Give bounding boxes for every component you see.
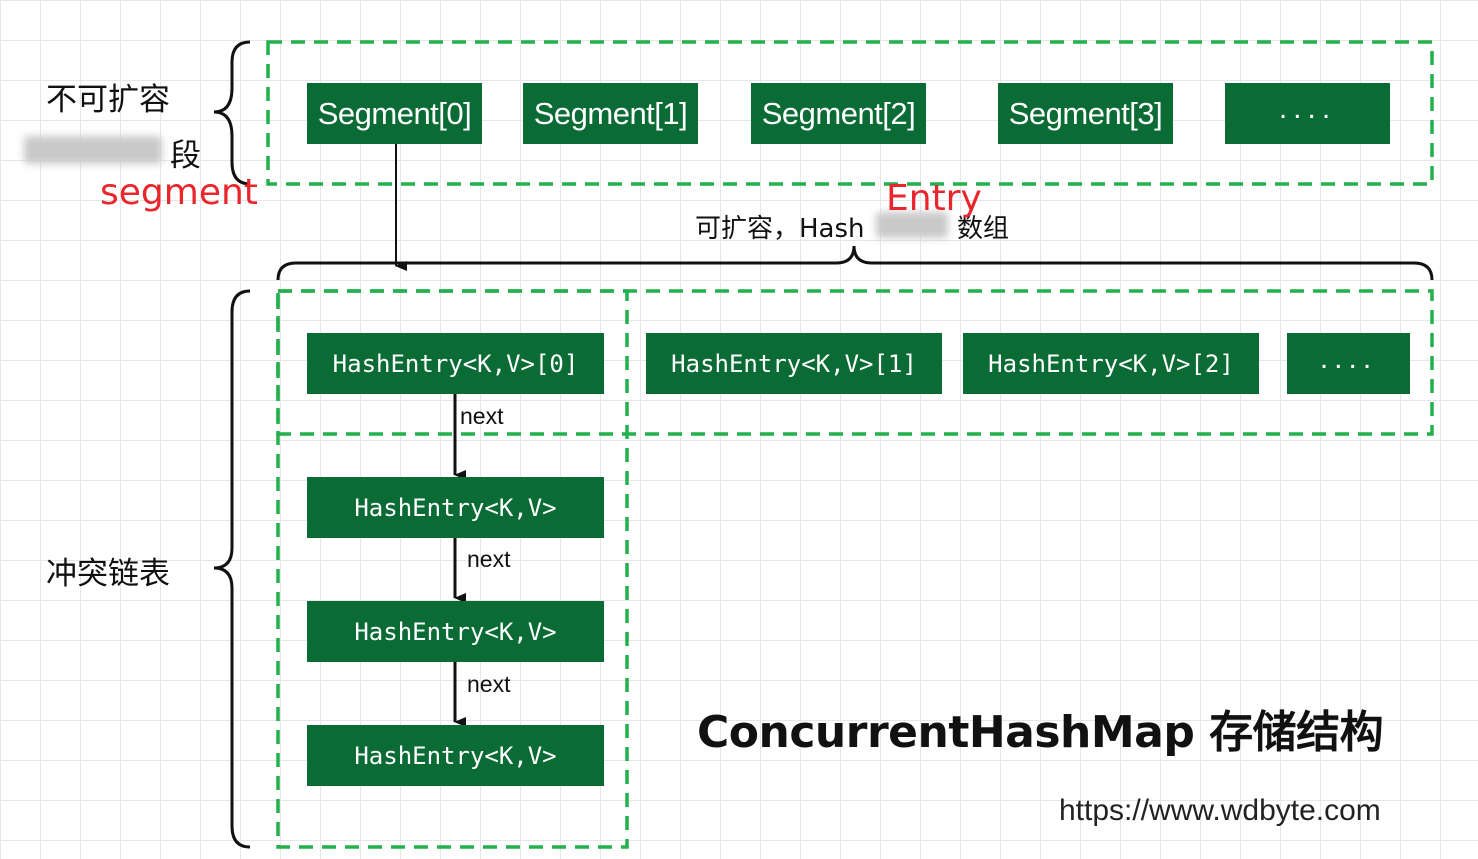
chain-frame — [276, 289, 629, 849]
hash-entry-array-0: HashEntry<K,V>[0] — [307, 333, 604, 394]
array-label-prefix: 可扩容，Hash — [695, 214, 865, 244]
segment-box-0: Segment[0] — [307, 83, 482, 144]
segment-box-1: Segment[1] — [523, 83, 698, 144]
segment-frame — [266, 40, 1434, 186]
array-label-suffix: 数组 — [957, 214, 1010, 244]
chain-brace — [213, 289, 251, 849]
diagram-title: ConcurrentHashMap 存储结构 — [697, 707, 1384, 758]
collision-list-label: 冲突链表 — [46, 556, 170, 592]
segment-box-3: Segment[3] — [998, 83, 1173, 144]
next-label-3: next — [467, 671, 511, 697]
next-label-1: next — [460, 403, 504, 429]
obscured-text — [24, 136, 162, 164]
obscured-text — [876, 212, 948, 238]
non-expandable-label: 不可扩容 — [46, 82, 170, 118]
entry-red-label: Entry — [886, 178, 982, 219]
segment-brace — [213, 40, 251, 186]
segment-box-more: .... — [1225, 83, 1390, 144]
array-frame — [276, 289, 1434, 436]
array-brace — [276, 245, 1434, 281]
segment-red-label: segment — [100, 172, 258, 213]
hash-entry-array-1: HashEntry<K,V>[1] — [646, 333, 942, 394]
segment-box-2: Segment[2] — [751, 83, 926, 144]
segment-cn-suffix: 段 — [170, 138, 201, 174]
next-label-2: next — [467, 546, 511, 572]
chain-node-3: HashEntry<K,V> — [307, 725, 604, 786]
hash-entry-array-more: .... — [1287, 333, 1410, 394]
hash-entry-array-2: HashEntry<K,V>[2] — [963, 333, 1259, 394]
chain-node-1: HashEntry<K,V> — [307, 477, 604, 538]
chain-node-2: HashEntry<K,V> — [307, 601, 604, 662]
source-url: https://www.wdbyte.com — [1059, 794, 1381, 827]
